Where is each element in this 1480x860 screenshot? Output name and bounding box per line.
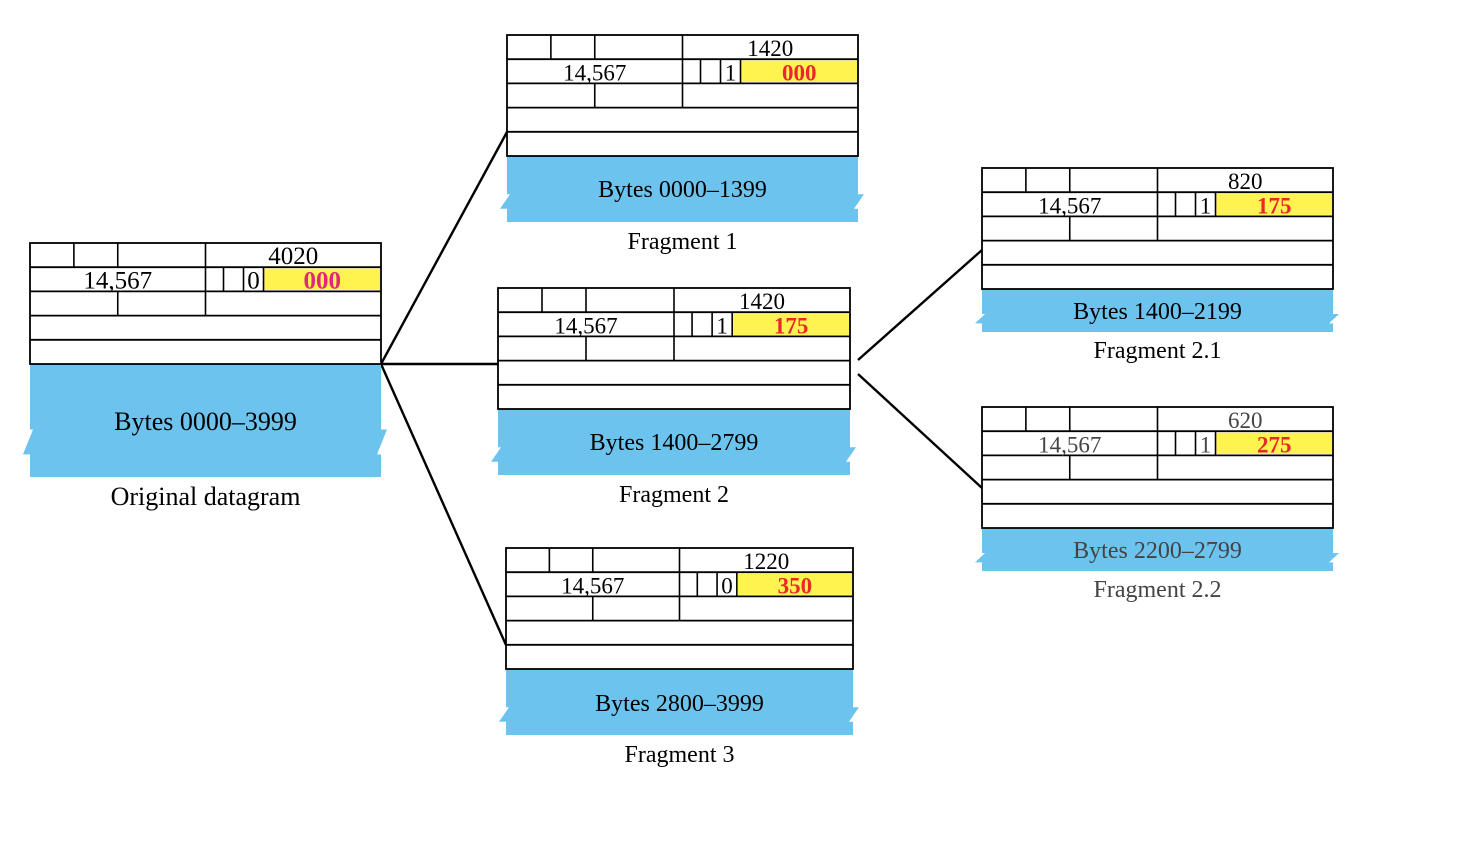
payload-ribbon xyxy=(500,156,864,222)
connector-lines xyxy=(379,131,983,646)
datagram-caption: Fragment 2.1 xyxy=(1094,338,1222,364)
total-length-value: 1420 xyxy=(739,289,785,314)
datagram-caption: Original datagram xyxy=(111,482,301,511)
more-fragments-flag: 1 xyxy=(725,60,737,85)
fragment-offset-value: 275 xyxy=(1257,432,1292,457)
fragment-offset-value: 000 xyxy=(782,60,817,85)
identification-value: 14,567 xyxy=(1038,193,1101,218)
payload-bytes-label: Bytes 1400–2799 xyxy=(590,430,759,456)
more-fragments-flag: 1 xyxy=(716,313,728,338)
fragment-offset-cell xyxy=(1216,432,1332,454)
fragment-offset-cell xyxy=(1216,193,1332,215)
connector-frag2-to-frag22 xyxy=(857,373,983,489)
payload-bytes-label: Bytes 2800–3999 xyxy=(595,691,764,717)
fragment-offset-cell xyxy=(737,573,852,595)
fragment-offset-cell xyxy=(733,313,849,335)
datagram-caption: Fragment 2 xyxy=(619,482,729,508)
fragment-offset-value: 000 xyxy=(304,267,342,294)
identification-value: 14,567 xyxy=(561,573,624,598)
fragment-offset-cell xyxy=(741,60,857,82)
payload-ribbon xyxy=(975,289,1339,332)
identification-value: 14,567 xyxy=(1038,432,1101,457)
datagram-caption: Fragment 2.2 xyxy=(1094,577,1222,603)
identification-value: 14,567 xyxy=(83,267,152,294)
more-fragments-flag: 1 xyxy=(1200,432,1212,457)
identification-value: 14,567 xyxy=(554,313,617,338)
more-fragments-flag: 1 xyxy=(1200,193,1212,218)
total-length-value: 820 xyxy=(1228,169,1263,194)
connector-frag2-to-frag21 xyxy=(857,249,983,361)
connector-original-to-frag1 xyxy=(379,131,509,365)
payload-bytes-label: Bytes 0000–1399 xyxy=(598,177,767,203)
datagram-caption: Fragment 1 xyxy=(628,229,738,255)
total-length-value: 620 xyxy=(1228,408,1263,433)
payload-ribbon xyxy=(23,364,387,477)
connector-original-to-frag3 xyxy=(379,363,508,646)
fragment-offset-value: 175 xyxy=(774,313,809,338)
fragment-offset-cell xyxy=(264,268,380,290)
more-fragments-flag: 0 xyxy=(247,267,260,294)
payload-bytes-label: Bytes 1400–2199 xyxy=(1073,299,1242,325)
identification-value: 14,567 xyxy=(563,60,626,85)
total-length-value: 4020 xyxy=(268,243,318,270)
payload-bytes-label: Bytes 0000–3999 xyxy=(114,407,297,436)
more-fragments-flag: 0 xyxy=(721,573,733,598)
datagram-caption: Fragment 3 xyxy=(625,742,735,768)
payload-ribbon xyxy=(499,669,859,735)
fragment-offset-value: 175 xyxy=(1257,193,1292,218)
payload-ribbon xyxy=(491,409,856,475)
payload-bytes-label: Bytes 2200–2799 xyxy=(1073,538,1242,564)
total-length-value: 1420 xyxy=(747,36,793,61)
fragment-offset-value: 350 xyxy=(778,573,813,598)
total-length-value: 1220 xyxy=(743,549,789,574)
payload-ribbon xyxy=(975,528,1339,571)
